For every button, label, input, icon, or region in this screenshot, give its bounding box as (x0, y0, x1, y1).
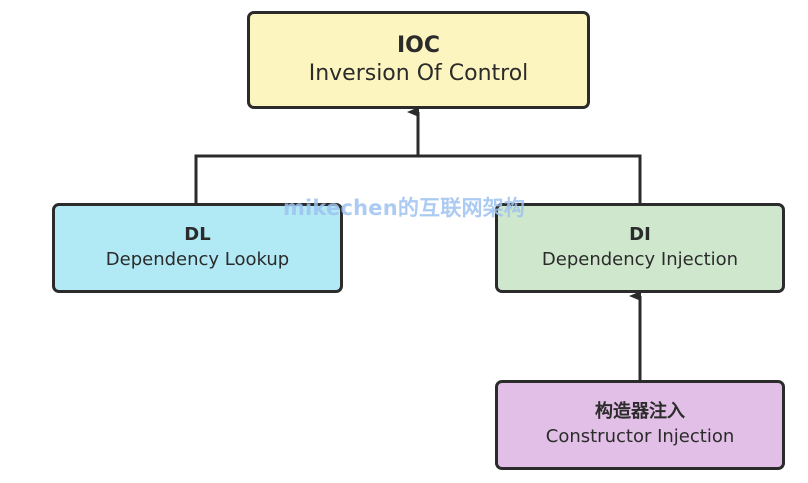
node-dl-title: DL (184, 223, 211, 245)
node-ci-title: 构造器注入 (595, 400, 685, 422)
edge-di-to-ioc (418, 154, 642, 203)
node-ci-subtitle: Constructor Injection (545, 425, 735, 447)
node-dl-subtitle: Dependency Lookup (105, 248, 290, 270)
edge-dl-to-ioc (194, 154, 418, 203)
node-dl: DL Dependency Lookup (52, 203, 343, 293)
node-ioc-subtitle: Inversion Of Control (308, 60, 529, 86)
node-di-title: DI (629, 223, 651, 245)
node-ioc-title: IOC (396, 32, 441, 58)
node-ci: 构造器注入 Constructor Injection (495, 380, 785, 470)
node-di-subtitle: Dependency Injection (541, 248, 739, 270)
node-ioc: IOC Inversion Of Control (247, 11, 590, 109)
node-di: DI Dependency Injection (495, 203, 785, 293)
